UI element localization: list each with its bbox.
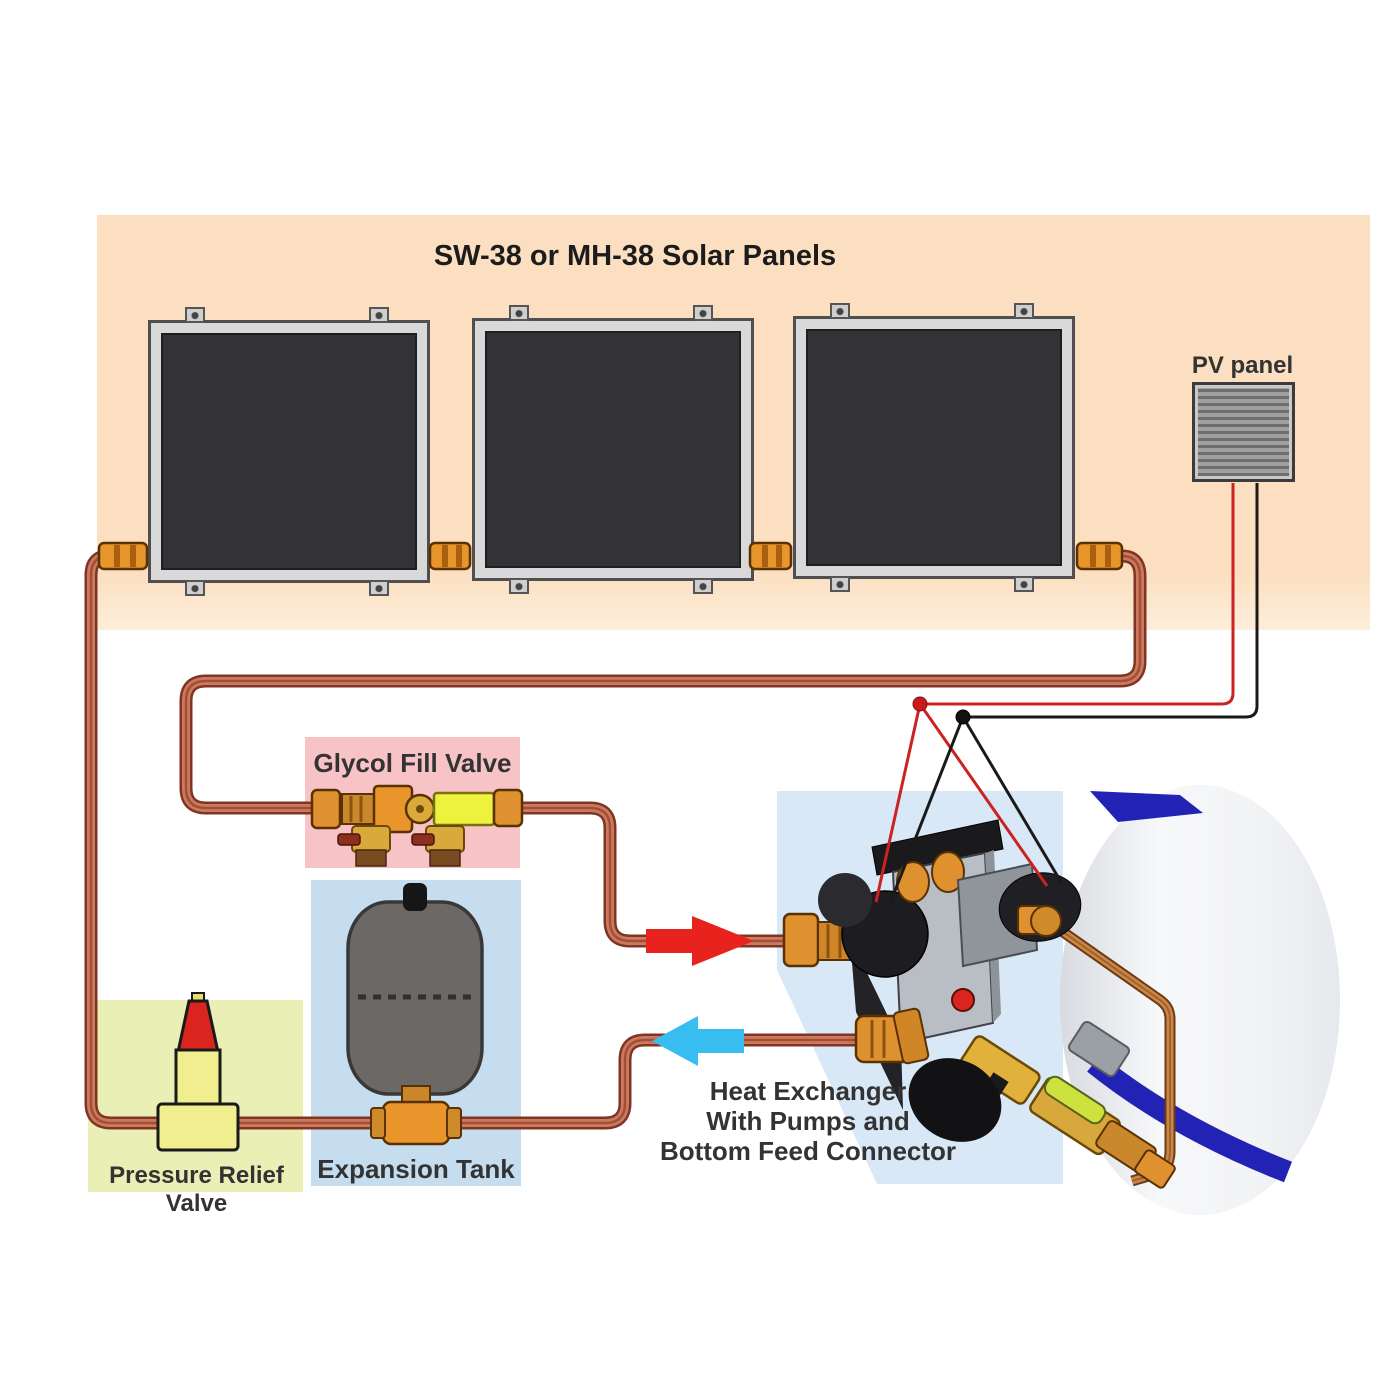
mount-tab [1014,576,1034,592]
diagram-title: SW-38 or MH-38 Solar Panels [433,240,837,272]
hx-top-port [931,851,965,893]
pressure-relief-valve-label: Pressure Relief Valve [109,1162,284,1217]
expansion-tank-label: Expansion Tank [317,1154,515,1184]
black-wire [961,716,1063,883]
mount-tab [693,578,713,594]
mount-tab [509,305,529,321]
solar-panel-absorber [161,333,417,570]
right-pump-bracket [956,862,1039,968]
return-outlet-fitting [854,1007,930,1065]
heat-exchanger-label-line3: Bottom Feed Connector [659,1136,957,1167]
solar-panel-absorber [485,331,741,568]
solar-panel-absorber [806,329,1062,566]
black-wire-junction [955,709,971,725]
pv-panel-graphic [1192,382,1295,482]
heat-exchanger-label-line1: Heat Exchanger [709,1076,907,1106]
tank-top-band [1090,791,1203,822]
red-wire [874,703,922,903]
solar-panel-3 [793,303,1075,592]
right-pump-elbow [1017,905,1049,935]
pv-panel-label: PV panel [1191,352,1294,379]
mount-tab [830,303,850,319]
mount-tab [1014,303,1034,319]
pipe-tank-riser [1046,920,1170,1181]
mount-tab [185,307,205,323]
black-wire [887,716,965,907]
solar-panel-1 [148,307,430,596]
glycol-fill-valve-label: Glycol Fill Valve [313,748,512,778]
left-pump [841,890,929,978]
mount-tab [369,580,389,596]
solar-panel-2 [472,305,754,594]
mount-tab [185,580,205,596]
supply-inlet-fitting [782,912,865,968]
flow-arrows [646,916,754,1066]
heat-exchanger-label: Heat Exchanger With Pumps and Bottom Fee… [652,1076,964,1166]
supply-flow-arrow [646,916,754,966]
mount-tab [830,576,850,592]
heat-exchanger-label-line2: With Pumps and [706,1106,910,1137]
left-pump-motor [818,873,872,927]
return-flow-arrow [652,1016,744,1066]
hx-top-port [896,861,930,903]
red-wire-junction [912,696,928,712]
right-pump-union [1030,905,1062,937]
storage-tank [1060,785,1340,1215]
hx-top-bar [871,819,1004,876]
valve-lever [1043,1075,1107,1125]
knob-stem [979,1072,1009,1104]
red-wire [918,703,1049,887]
mount-tab [369,307,389,323]
hx-plate-edge [985,850,1001,1023]
expansion-tank-box [311,880,521,1186]
mount-tab [693,305,713,321]
drain-knob [951,988,975,1012]
right-pump [998,872,1082,942]
mount-tab [509,578,529,594]
tank-bottom-band [1087,1054,1292,1183]
hx-plate [891,851,995,1045]
